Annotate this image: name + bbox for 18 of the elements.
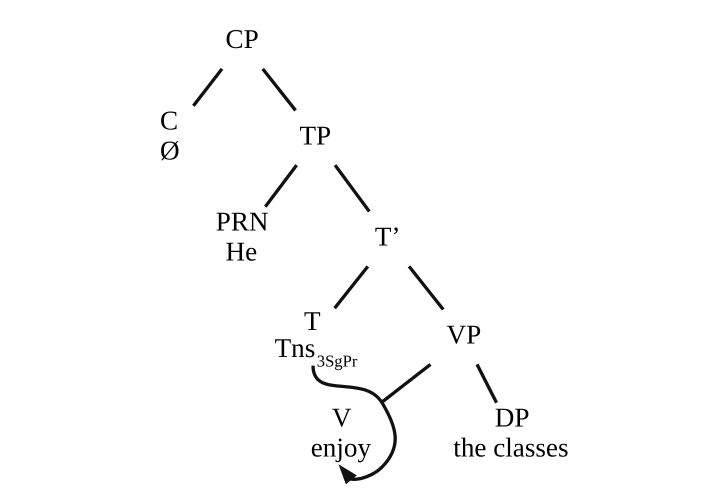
node-text: V enjoy bbox=[310, 402, 371, 463]
node-text: C Ø bbox=[159, 105, 180, 166]
node-text: VP bbox=[446, 320, 481, 350]
node-text: TP bbox=[298, 120, 331, 150]
arrow bbox=[310, 365, 396, 484]
connector bbox=[332, 265, 369, 310]
connector bbox=[192, 68, 223, 107]
connector bbox=[260, 68, 296, 112]
connector bbox=[333, 164, 370, 212]
node-text: CP bbox=[225, 24, 258, 54]
node-text: T Tns$_{3SgPr}$ bbox=[274, 306, 357, 371]
connector bbox=[475, 364, 498, 404]
connector bbox=[379, 363, 431, 404]
node-text: DP the classes bbox=[452, 402, 568, 463]
node-text: PRN He bbox=[215, 206, 268, 267]
node-text: T’ bbox=[374, 222, 400, 252]
connector bbox=[264, 164, 298, 208]
connector bbox=[407, 265, 444, 311]
